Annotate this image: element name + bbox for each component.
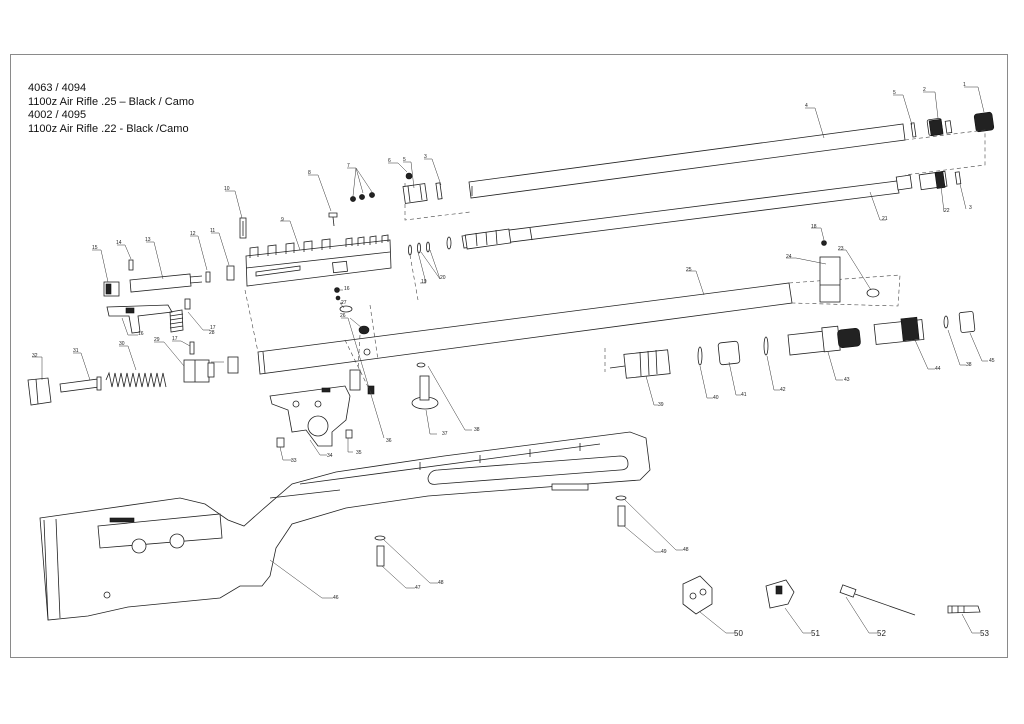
stock-46: [39, 431, 651, 621]
label-part-29: 29: [154, 337, 160, 343]
parts-24-18-23: [819, 240, 880, 303]
label-part-45: 45: [989, 358, 995, 364]
barrel-shroud-4: [468, 123, 906, 199]
label-part-43: 43: [844, 377, 850, 383]
label-part-6: 6: [388, 158, 391, 164]
label-part-1: 1: [963, 82, 966, 88]
label-part-22: 22: [944, 208, 950, 214]
title-line-3: 4002 / 4095: [28, 109, 87, 121]
label-part-17b: 17: [172, 336, 178, 342]
label-part-46: 46: [333, 595, 339, 601]
label-part-5: 5: [893, 90, 896, 96]
o-rings-19-20: [408, 236, 452, 256]
label-part-27: 27: [341, 300, 347, 306]
accessories: [682, 575, 981, 616]
label-part-18: 18: [811, 224, 817, 230]
muzzle-cap-parts: [910, 111, 995, 138]
label-part-39: 39: [658, 402, 664, 408]
label-part-36: 36: [386, 438, 392, 444]
drawing-sheet-border: [10, 54, 1008, 658]
label-part-49: 49: [661, 549, 667, 555]
label-part-51: 51: [811, 629, 820, 638]
shroud-front-parts: [402, 172, 443, 204]
label-part-32: 32: [32, 353, 38, 359]
part-37: [411, 362, 439, 410]
label-part-26: 26: [340, 313, 346, 319]
screws-top: [205, 192, 375, 283]
label-part-28: 28: [209, 330, 215, 336]
label-part-34: 34: [327, 453, 333, 459]
label-part-24: 24: [786, 254, 792, 260]
label-part-42: 42: [780, 387, 786, 393]
label-part-3b: 3: [969, 205, 972, 211]
scope-rail-9: [245, 234, 392, 287]
label-part-12: 12: [190, 231, 196, 237]
part-number-labels: 1 2 5 4 6 5 3 7 8 10 9 11 12 13 14 15 16…: [32, 82, 995, 638]
label-part-4: 4: [805, 103, 808, 109]
label-part-35: 35: [356, 450, 362, 456]
label-part-20: 20: [440, 275, 446, 281]
label-part-38b: 38: [966, 362, 972, 368]
leader-lines: [32, 86, 988, 634]
label-part-41: 41: [741, 392, 747, 398]
label-part-5b: 5: [403, 157, 406, 163]
label-part-23: 23: [838, 246, 844, 252]
label-part-48b: 48: [683, 547, 689, 553]
receiver-tube-25: [257, 274, 901, 375]
label-part-38: 38: [474, 427, 480, 433]
label-part-2: 2: [923, 87, 926, 93]
stock-screws: [374, 495, 627, 567]
label-part-47: 47: [415, 585, 421, 591]
bolt-assembly: [103, 259, 203, 334]
barrel-21: [461, 174, 913, 250]
label-part-50: 50: [734, 629, 743, 638]
trigger-group-34: [269, 287, 375, 448]
label-part-11: 11: [210, 228, 215, 234]
label-part-19: 19: [421, 279, 427, 285]
label-part-14: 14: [116, 240, 122, 246]
air-cylinder-parts: [604, 311, 976, 379]
label-part-17: 17: [210, 325, 216, 331]
label-part-9: 9: [281, 217, 284, 223]
label-part-3: 3: [424, 154, 427, 160]
title-line-4: 1100z Air Rifle .22 - Black /Camo: [28, 122, 189, 135]
label-part-21: 21: [882, 216, 888, 222]
label-part-15: 15: [92, 245, 98, 251]
label-part-30: 30: [119, 341, 125, 347]
label-part-31: 31: [73, 348, 79, 354]
cocking-parts: [27, 341, 239, 406]
label-part-7: 7: [347, 163, 350, 169]
label-part-16b: 16: [344, 286, 350, 292]
label-part-10: 10: [224, 186, 230, 192]
label-part-16: 16: [138, 331, 144, 337]
label-part-44: 44: [935, 366, 941, 372]
label-part-13: 13: [145, 237, 151, 243]
label-part-53: 53: [980, 629, 989, 638]
label-part-52: 52: [877, 629, 886, 638]
label-part-37: 37: [442, 431, 448, 437]
title-line-1: 4063 / 4094: [28, 82, 87, 94]
title-line-2: 1100z Air Rifle .25 – Black / Camo: [28, 95, 195, 108]
label-part-8: 8: [308, 170, 311, 176]
label-part-25: 25: [686, 267, 692, 273]
barrel-end-parts: [918, 170, 962, 191]
label-part-48: 48: [438, 580, 444, 586]
title-block: 4063 / 4094 1100z Air Rifle .25 – Black …: [28, 82, 194, 136]
label-part-33: 33: [291, 458, 297, 464]
label-part-40: 40: [713, 395, 719, 401]
